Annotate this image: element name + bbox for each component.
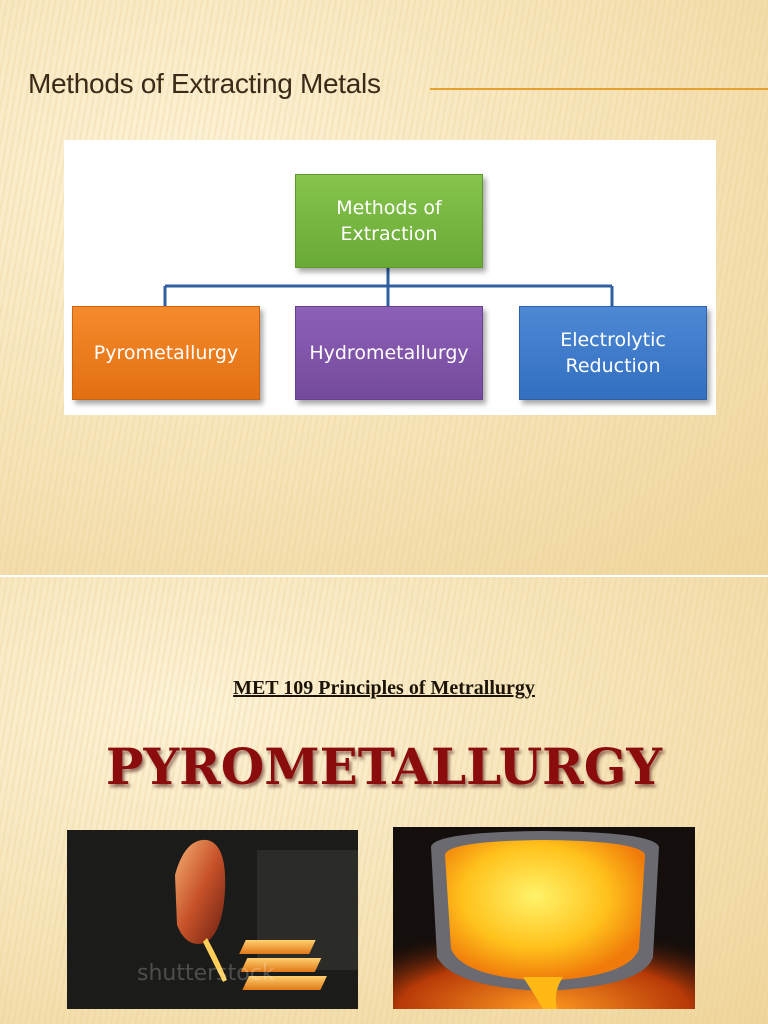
course-title: MET 109 Principles of Metrallurgy bbox=[233, 677, 535, 699]
node-pyrometallurgy: Pyrometallurgy bbox=[72, 306, 260, 400]
slide-divider bbox=[0, 575, 768, 577]
slide-heading: PYROMETALLURGY bbox=[105, 737, 663, 796]
slide-pyrometallurgy: MET 109 Principles of Metrallurgy PYROME… bbox=[0, 577, 768, 1024]
watermark-text: shutterstock bbox=[137, 961, 275, 986]
slide-extraction-methods: Methods of Extracting Metals Methods of … bbox=[0, 0, 768, 575]
node-hydrometallurgy: Hydrometallurgy bbox=[295, 306, 483, 400]
photo-molten-metal-pouring: shutterstock bbox=[67, 830, 358, 1009]
slide-title: Methods of Extracting Metals bbox=[28, 68, 381, 99]
photo-molten-crucible bbox=[393, 827, 695, 1009]
node-electrolytic-reduction: Electrolytic Reduction bbox=[519, 306, 707, 400]
title-underline bbox=[430, 88, 768, 90]
extraction-methods-diagram: Methods of Extraction Pyrometallurgy Hyd… bbox=[64, 140, 716, 415]
node-methods-of-extraction: Methods of Extraction bbox=[295, 174, 483, 268]
diagram-connectors bbox=[163, 266, 614, 306]
